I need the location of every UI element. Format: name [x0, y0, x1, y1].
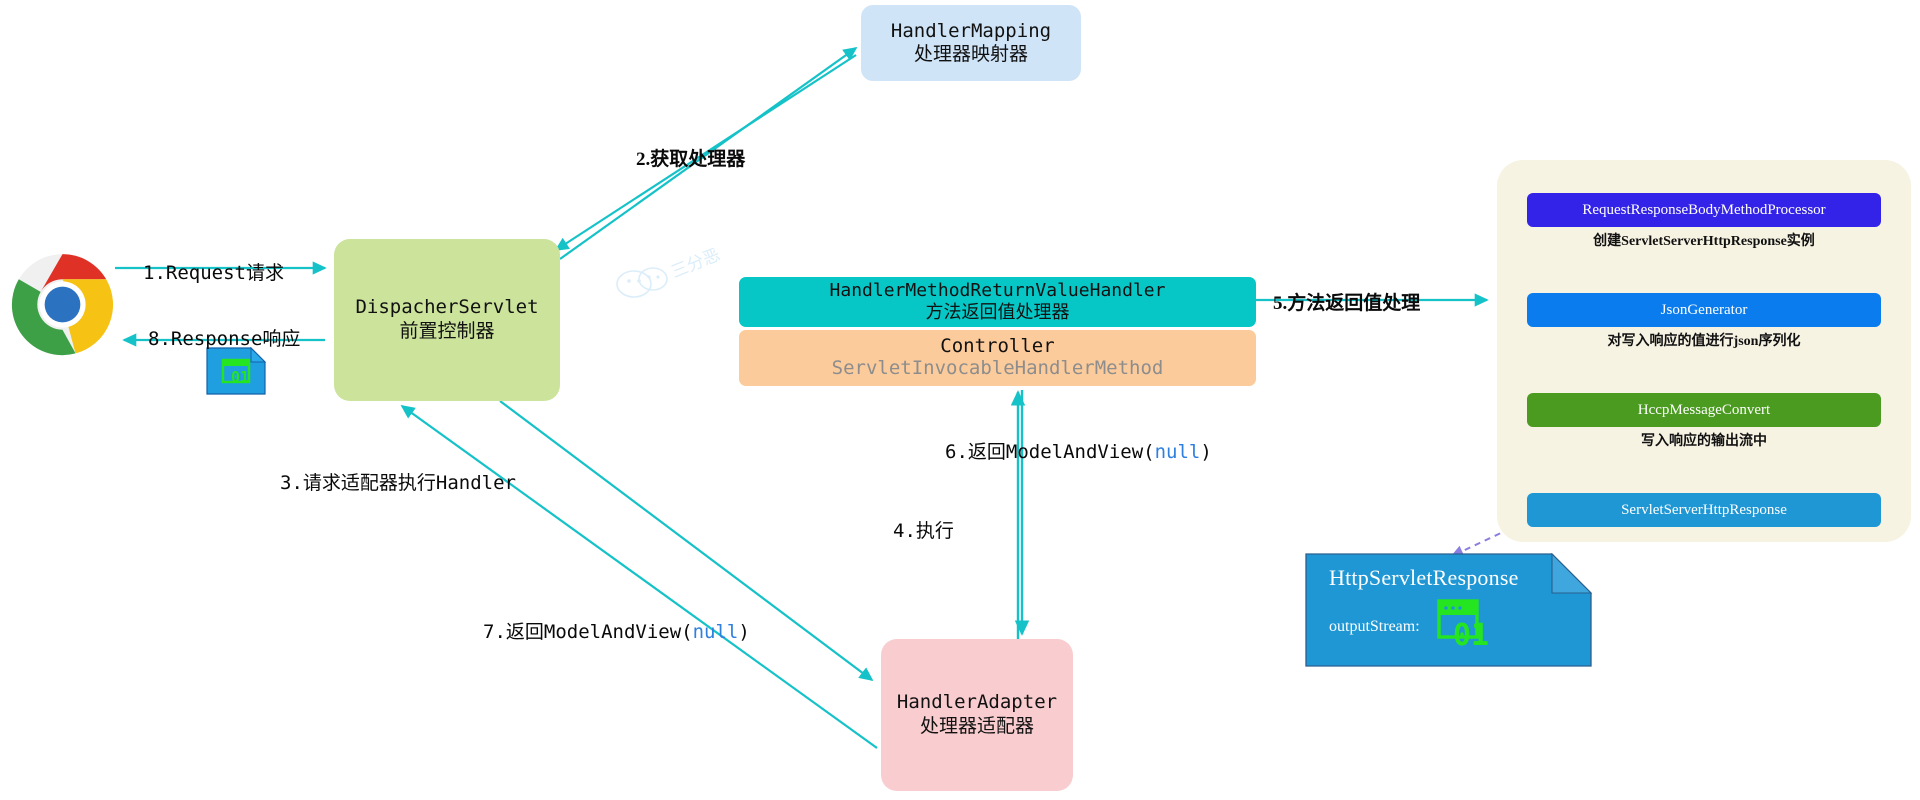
flow-label-step-8: 8.Response响应 — [148, 328, 301, 350]
dispatcher-servlet-subtitle: 前置控制器 — [399, 321, 495, 342]
node-handler-mapping[interactable]: HandlerMapping 处理器映射器 — [861, 5, 1081, 81]
node-return-value-handler[interactable]: HandlerMethodReturnValueHandler 方法返回值处理器 — [739, 277, 1256, 327]
node-http-servlet-response[interactable]: HttpServletResponse outputStream: 01 — [1305, 553, 1592, 667]
flow-label-step-4: 4.执行 — [893, 520, 954, 542]
binary-stream-note-icon: 01 — [205, 342, 267, 396]
flow-label-step-7-prefix: 7.返回ModelAndView( — [483, 621, 693, 643]
svg-text:01: 01 — [231, 368, 249, 386]
flow-label-step-7-null: null — [692, 621, 739, 643]
flow-label-step-6-suffix: ) — [1200, 441, 1212, 463]
return-value-handler-title: HandlerMethodReturnValueHandler — [829, 280, 1166, 302]
flow-label-step-3: 3.请求适配器执行Handler — [280, 472, 516, 494]
chrome-browser-icon — [10, 252, 115, 357]
flow-label-step-1: 1.Request请求 — [143, 262, 284, 284]
node-dispatcher-servlet[interactable]: DispacherServlet 前置控制器 — [334, 239, 560, 401]
panel-box-json-generator[interactable]: JsonGenerator — [1527, 293, 1881, 327]
svg-text:01: 01 — [1453, 618, 1489, 649]
handler-adapter-subtitle: 处理器适配器 — [919, 716, 1034, 737]
handler-mapping-subtitle: 处理器映射器 — [913, 44, 1028, 65]
panel-step-label-3: 写入响应的输出流中 — [1641, 434, 1767, 449]
node-handler-adapter[interactable]: HandlerAdapter 处理器适配器 — [881, 639, 1073, 791]
flow-label-step-7: 7.返回ModelAndView(null) — [483, 617, 750, 644]
http-servlet-response-field: outputStream: — [1329, 618, 1420, 635]
dispatcher-servlet-title: DispacherServlet — [355, 296, 539, 319]
flow-label-step-6: 6.返回ModelAndView(null) — [945, 437, 1212, 464]
controller-title: Controller — [940, 335, 1055, 358]
return-value-handler-subtitle: 方法返回值处理器 — [925, 302, 1070, 322]
watermark: 三分恶 — [608, 245, 738, 300]
handler-adapter-title: HandlerAdapter — [896, 691, 1058, 714]
node-controller[interactable]: Controller ServletInvocableHandlerMethod — [739, 330, 1256, 386]
flow-label-step-6-null: null — [1154, 441, 1201, 463]
panel-box-request-response-body-method-processor[interactable]: RequestResponseBodyMethodProcessor — [1527, 193, 1881, 227]
http-servlet-response-title: HttpServletResponse — [1329, 565, 1519, 590]
panel-step-label-2: 对写入响应的值进行json序列化 — [1607, 334, 1801, 349]
panel-box-servlet-server-http-response[interactable]: ServletServerHttpResponse — [1527, 493, 1881, 527]
flow-label-step-6-prefix: 6.返回ModelAndView( — [945, 441, 1155, 463]
flow-label-step-2: 2.获取处理器 — [636, 149, 746, 170]
response-processing-panel: RequestResponseBodyMethodProcessor 创建Ser… — [1497, 160, 1911, 542]
watermark-text: 三分恶 — [668, 248, 722, 282]
binary-stream-icon: 01 — [1437, 599, 1489, 649]
panel-box-http-message-convert[interactable]: HccpMessageConvert — [1527, 393, 1881, 427]
handler-mapping-title: HandlerMapping — [890, 19, 1052, 42]
panel-step-label-1: 创建ServletServerHttpResponse实例 — [1593, 234, 1815, 249]
flow-label-step-5: 5.方法返回值处理 — [1273, 293, 1421, 314]
controller-subtitle: ServletInvocableHandlerMethod — [831, 357, 1164, 379]
flow-label-step-7-suffix: ) — [738, 621, 750, 643]
